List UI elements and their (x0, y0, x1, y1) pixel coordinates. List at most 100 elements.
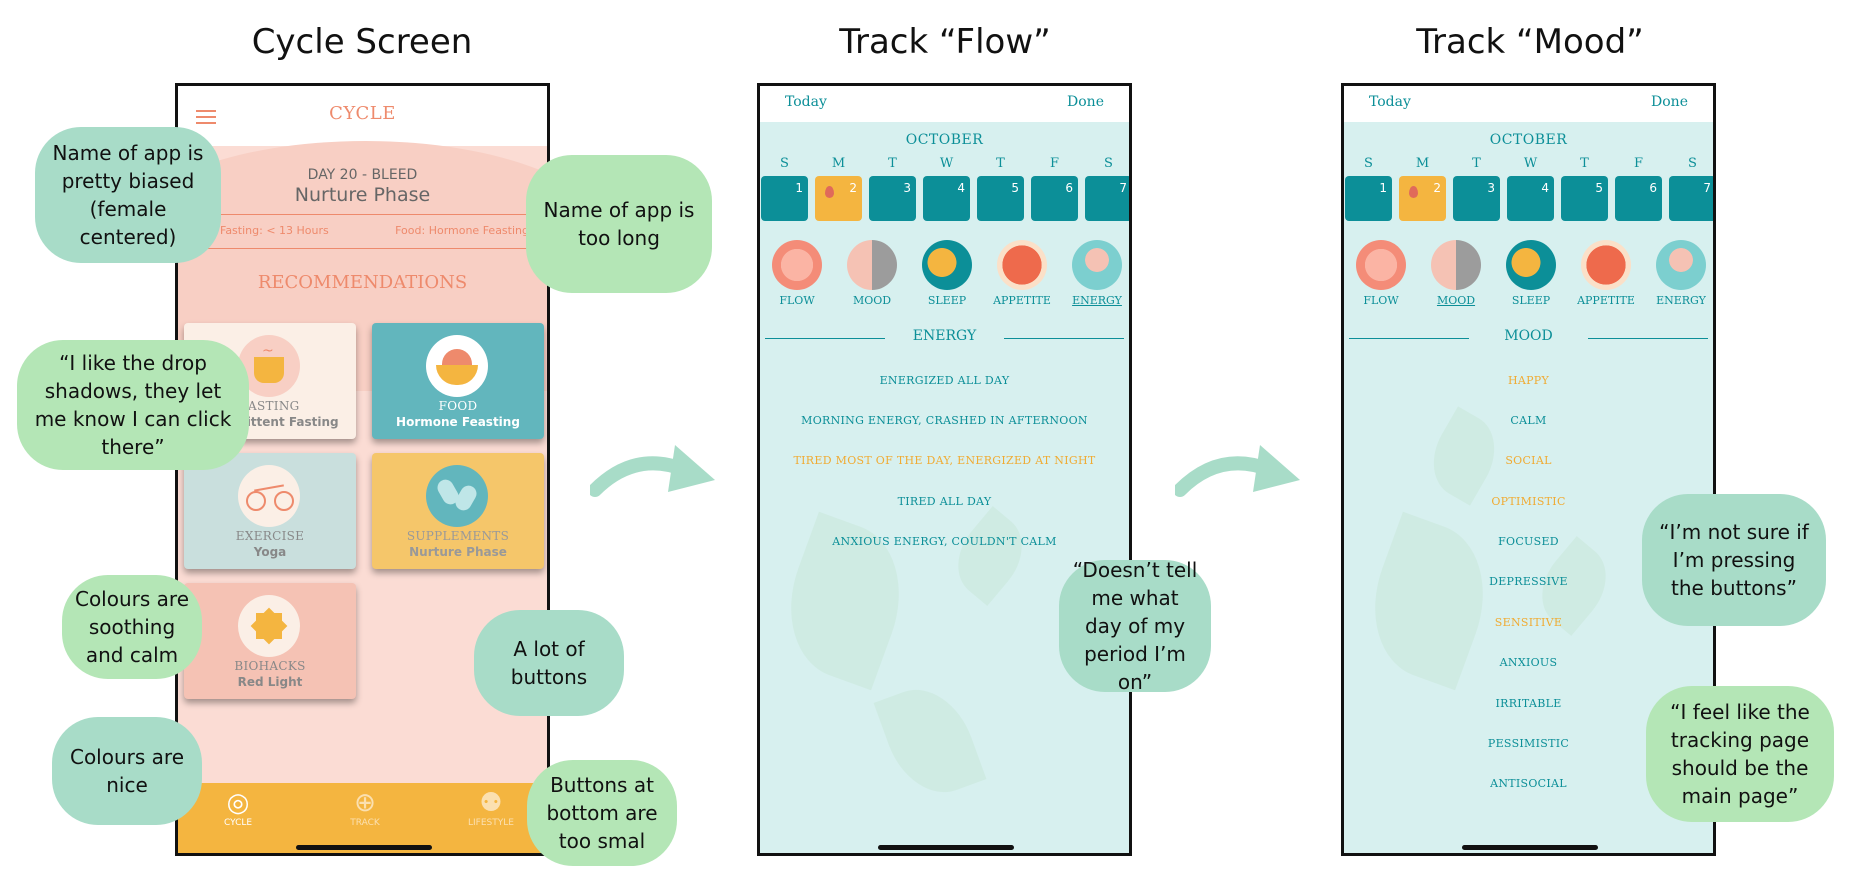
person-energy-icon (1656, 240, 1706, 290)
exercise-card[interactable]: EXERCISE Yoga (184, 453, 356, 569)
flow-weekday: W (939, 156, 954, 171)
person-icon: ⚉ (479, 788, 503, 818)
flow-category-label: FLOW (779, 294, 815, 307)
tab-track-label: TRACK (350, 818, 380, 828)
mood-option-selected[interactable]: OPTIMISTIC (1491, 495, 1566, 508)
fasting-info: Fasting: < 13 Hours (220, 224, 329, 237)
comment-bubble: “I like the drop shadows, they let me kn… (17, 340, 249, 470)
mood-day[interactable]: 5 (1561, 176, 1608, 221)
flow-category-label: MOOD (852, 294, 892, 307)
home-indicator (878, 845, 1014, 850)
mood-category-mood[interactable]: MOOD (1426, 240, 1486, 307)
mood-top-bar: Today Done (1344, 86, 1713, 122)
flow-day[interactable]: 7 (1085, 176, 1129, 221)
biohacks-card[interactable]: BIOHACKS Red Light (184, 583, 356, 699)
flow-day[interactable]: 1 (761, 176, 808, 221)
energy-option-selected[interactable]: TIRED MOST OF THE DAY, ENERGIZED AT NIGH… (793, 454, 1096, 467)
comment-bubble: Name of app is pretty biased (female cen… (35, 127, 221, 263)
flow-day-number: 1 (795, 181, 803, 195)
mood-option[interactable]: FOCUSED (1498, 535, 1559, 548)
mood-weekday: F (1633, 156, 1644, 171)
fasting-card-title: FASTING (240, 399, 300, 413)
flow-category-sleep[interactable]: SLEEP (917, 240, 977, 307)
mood-day[interactable]: 4 (1507, 176, 1554, 221)
mood-option[interactable]: ANTISOCIAL (1490, 777, 1567, 790)
energy-option[interactable]: TIRED ALL DAY (897, 495, 992, 508)
day-label: DAY 20 - BLEED (307, 167, 418, 183)
cycle-icon: ◎ (226, 788, 250, 818)
mood-day[interactable]: 3 (1453, 176, 1500, 221)
home-indicator (1462, 845, 1598, 850)
mood-option-selected[interactable]: SENSITIVE (1494, 616, 1563, 629)
flow-category-label: ENERGY (1072, 294, 1122, 307)
mood-day[interactable]: 7 (1669, 176, 1713, 221)
flow-day[interactable]: 6 (1031, 176, 1078, 221)
flow-category-energy[interactable]: ENERGY (1067, 240, 1127, 307)
energy-option[interactable]: MORNING ENERGY, CRASHED IN AFTERNOON (801, 414, 1088, 427)
flow-section-title: ENERGY (912, 328, 977, 344)
tab-cycle[interactable]: ◎ CYCLE (203, 788, 273, 828)
mood-weekday: S (1364, 156, 1373, 171)
mood-category-appetite[interactable]: APPETITE (1576, 240, 1636, 307)
food-card[interactable]: FOOD Hormone Feasting (372, 323, 544, 439)
mood-day-number: 2 (1433, 181, 1441, 195)
flow-done-button[interactable]: Done (1067, 94, 1104, 110)
app-header-title: CYCLE (329, 103, 396, 124)
menu-icon[interactable] (196, 110, 216, 124)
flow-day[interactable]: 5 (977, 176, 1024, 221)
flow-category-label: APPETITE (993, 294, 1051, 307)
mood-day-number: 1 (1379, 181, 1387, 195)
mood-option[interactable]: ANXIOUS (1499, 656, 1558, 669)
mood-category-flow[interactable]: FLOW (1351, 240, 1411, 307)
flow-category-label: SLEEP (927, 294, 967, 307)
flow-day[interactable]: 3 (869, 176, 916, 221)
mood-option[interactable]: PESSIMISTIC (1487, 737, 1570, 750)
track-mood-title: Track “Mood” (1416, 22, 1644, 62)
mood-option-selected[interactable]: SOCIAL (1505, 454, 1552, 467)
home-indicator (296, 845, 432, 850)
mood-day-number: 7 (1703, 181, 1711, 195)
mood-option-selected[interactable]: HAPPY (1507, 374, 1550, 387)
biohacks-card-title: BIOHACKS (234, 659, 306, 673)
flow-category-appetite[interactable]: APPETITE (992, 240, 1052, 307)
mood-day[interactable]: 1 (1345, 176, 1392, 221)
mood-category-label: FLOW (1363, 294, 1399, 307)
drop-icon (825, 186, 834, 198)
tab-track[interactable]: ⊕ TRACK (330, 788, 400, 828)
energy-option[interactable]: ENERGIZED ALL DAY (879, 374, 1010, 387)
mood-weekday: W (1523, 156, 1538, 171)
mood-option[interactable]: CALM (1510, 414, 1547, 427)
flow-weekday: S (1104, 156, 1113, 171)
biohacks-card-subtitle: Red Light (237, 675, 303, 689)
mood-done-button[interactable]: Done (1651, 94, 1688, 110)
supplements-card[interactable]: SUPPLEMENTS Nurture Phase (372, 453, 544, 569)
mood-day-number: 5 (1595, 181, 1603, 195)
mood-option[interactable]: IRRITABLE (1495, 697, 1562, 710)
cycle-screen-title: Cycle Screen (251, 22, 473, 62)
flow-category-flow[interactable]: FLOW (767, 240, 827, 307)
flow-day[interactable]: 4 (923, 176, 970, 221)
food-card-subtitle: Hormone Feasting (396, 415, 520, 429)
mood-category-label: SLEEP (1511, 294, 1551, 307)
tab-lifestyle[interactable]: ⚉ LIFESTYLE (456, 788, 526, 828)
moon-icon (1506, 240, 1556, 290)
mood-category-sleep[interactable]: SLEEP (1501, 240, 1561, 307)
mood-category-energy[interactable]: ENERGY (1651, 240, 1711, 307)
mood-day-selected[interactable]: 2 (1399, 176, 1446, 221)
flow-top-bar: Today Done (760, 86, 1129, 122)
bicycle-icon (238, 465, 300, 527)
track-flow-phone: Today Done OCTOBER S M T W T F S 1 2 3 4… (757, 83, 1132, 856)
energy-option[interactable]: ANXIOUS ENERGY, COULDN'T CALM (832, 535, 1057, 548)
mood-day[interactable]: 6 (1615, 176, 1662, 221)
exercise-card-subtitle: Yoga (253, 545, 287, 559)
sun-icon (238, 595, 300, 657)
mood-option[interactable]: DEPRESSIVE (1489, 575, 1568, 588)
flow-category-mood[interactable]: MOOD (842, 240, 902, 307)
supplements-card-title: SUPPLEMENTS (406, 529, 510, 543)
mood-today-button[interactable]: Today (1369, 94, 1411, 110)
flow-today-button[interactable]: Today (785, 94, 827, 110)
flow-day-selected[interactable]: 2 (815, 176, 862, 221)
flow-day-number: 3 (903, 181, 911, 195)
apple-icon (1581, 240, 1631, 290)
face-icon (1431, 240, 1481, 290)
